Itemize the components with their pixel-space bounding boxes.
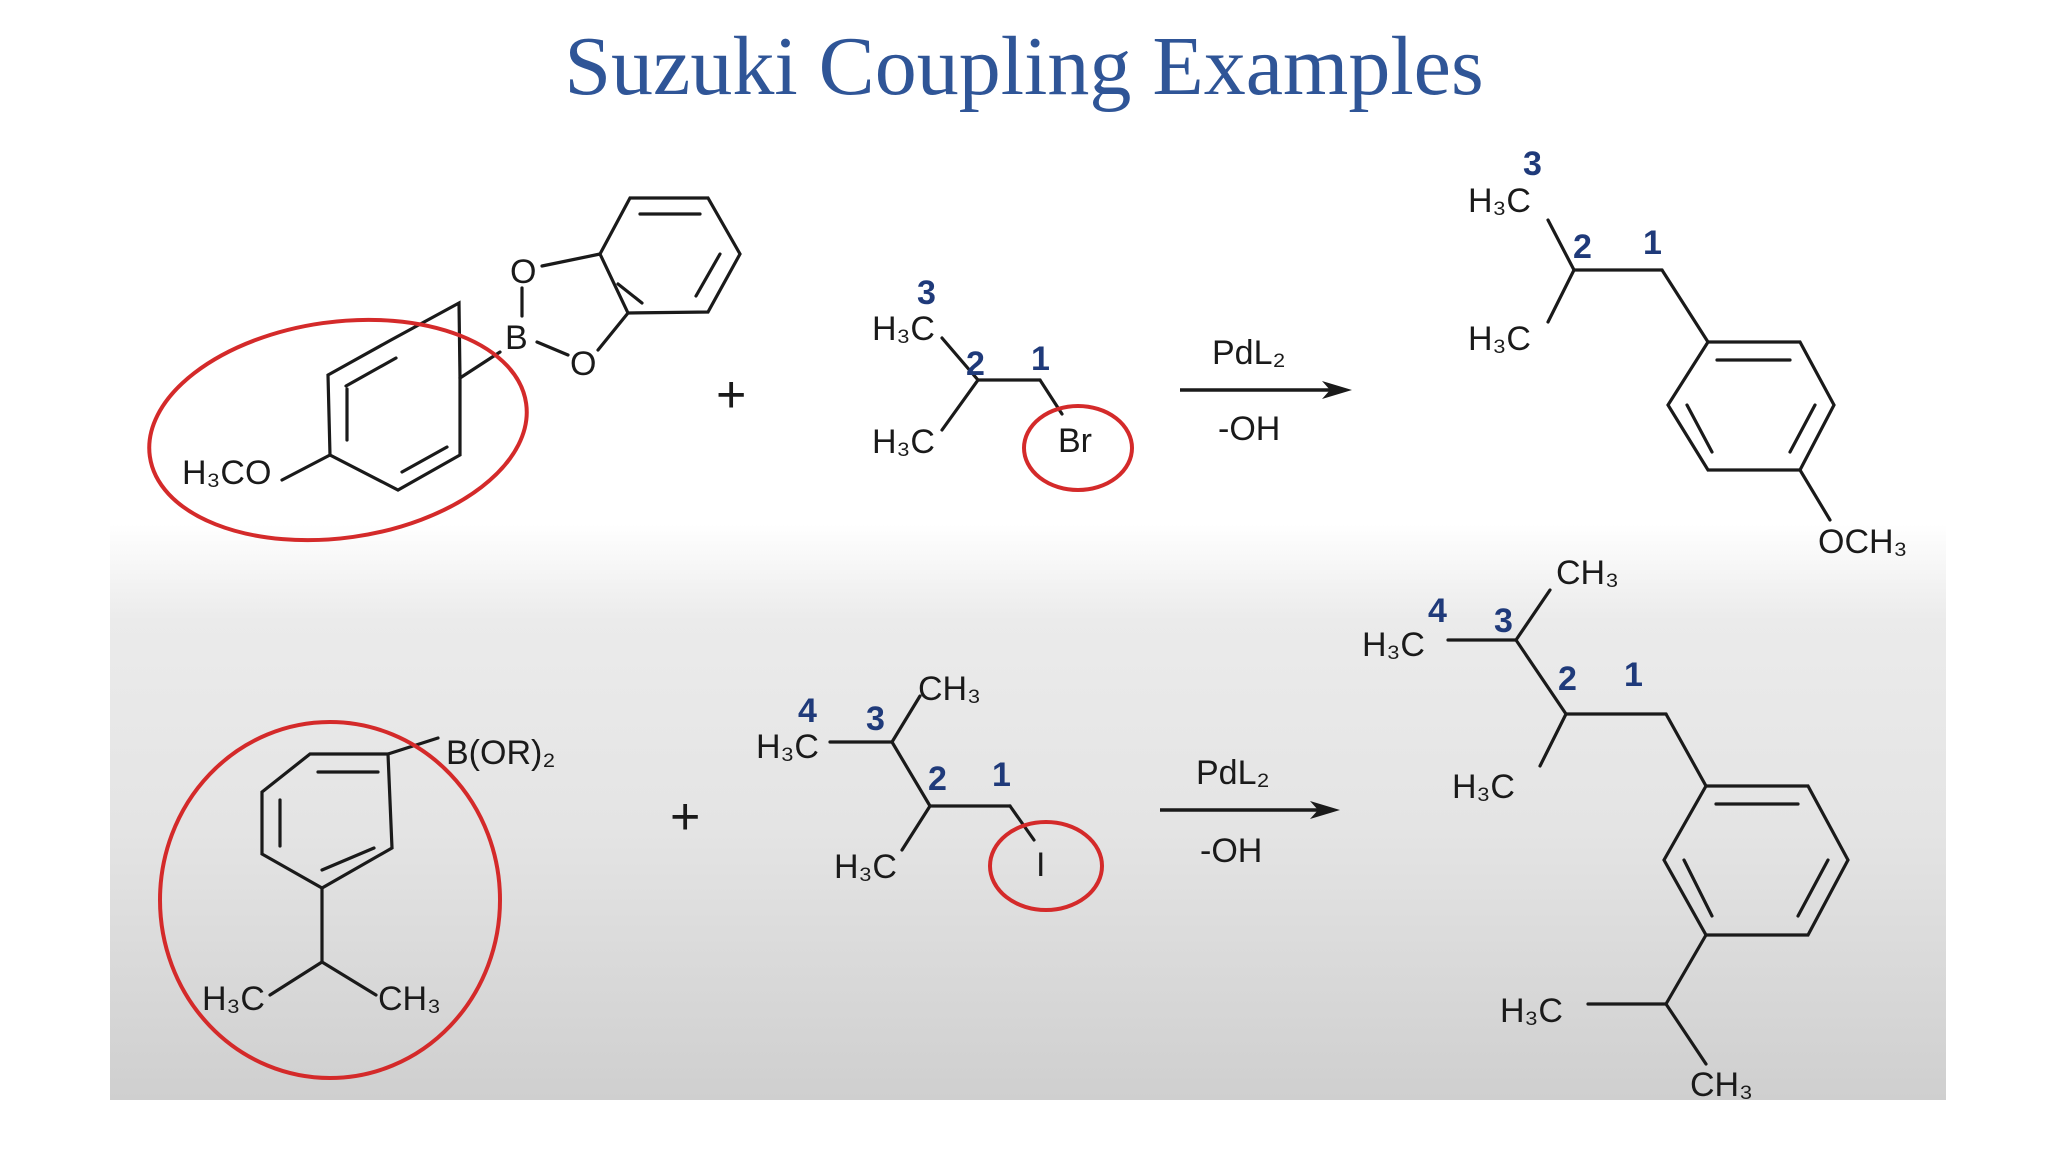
bromine-label: Br [1058,422,1092,460]
double-bond [344,356,398,388]
reactant-1-alkyl-bromide: H₃C H₃C Br 3 2 1 [872,274,1134,492]
reactant-2-aryl-boronate: B(OR)₂ H₃C CH₃ [158,720,556,1080]
catalyst-label: PdL₂ [1196,754,1270,792]
bond [1664,712,1708,788]
plus-sign: + [670,788,700,846]
benzene-ring [326,300,462,492]
bond [1514,588,1552,642]
methyl-label-top: CH₃ [1556,554,1619,592]
double-bond [400,445,449,474]
carbon-number: 3 [1523,145,1542,183]
bond [890,694,922,744]
double-bond [694,252,722,298]
carbon-number: 1 [1643,224,1662,262]
isopropyl-bond [268,960,324,997]
methyl-label-bottom: CH₃ [1690,1066,1753,1104]
bond [900,804,932,852]
methyl-label-top: CH₃ [918,670,981,708]
reactant-2-alkyl-iodide: H₃C CH₃ H₃C I 4 3 2 1 [756,670,1104,912]
product-1: H₃C H₃C OCH₃ 3 2 1 [1468,145,1907,561]
methyl-label-top: H₃C [872,310,935,348]
reactant-1-aryl-boronate: H₃CO B O O [147,196,742,543]
boron-label: B [505,319,528,357]
carbon-number: 4 [1428,592,1447,630]
bond [1546,268,1576,324]
isopropyl-bond [320,960,378,997]
oxygen-label-top: O [510,253,536,291]
methyl-label-bottom: H₃C [872,423,935,461]
methyl-label-left: H₃C [756,728,819,766]
bond [1538,712,1568,768]
arrow-head [1310,801,1340,819]
methyl-label-top: H₃C [1468,182,1531,220]
halogen-highlight [988,820,1104,912]
bond [1514,638,1568,716]
catechol-ring [598,196,742,315]
oxygen-aryl-bond [540,252,602,268]
carbon-number: 2 [1573,228,1592,266]
methyl-label-bottom: H₃C [834,848,897,886]
isopropyl-bond [1664,1002,1708,1066]
aryl-group-highlight [158,720,502,1080]
methyl-label-right: CH₃ [378,980,441,1018]
arrow-head [1322,381,1352,399]
methoxy-bond [1798,468,1832,522]
carbon-number: 1 [1624,656,1643,694]
carbon-number: 3 [866,700,885,738]
oxygen-label-bottom: O [570,345,596,383]
isopropyl-bond [1664,933,1708,1006]
scheme-background [110,140,1946,1100]
carbon-number: 2 [1558,660,1577,698]
carbon-number: 2 [928,760,947,798]
iodine-label: I [1036,846,1045,884]
bond [1546,218,1576,272]
double-bond [1685,403,1714,454]
methyl-label-bottom: H₃C [1468,320,1531,358]
plus-sign: + [716,366,746,424]
double-bond [1796,858,1830,918]
double-bond [1682,858,1714,918]
carbon-number: 1 [992,756,1011,794]
bond [890,740,932,808]
methoxy-label: OCH₃ [1818,523,1907,561]
bond [1660,268,1710,344]
halogen-highlight [1022,404,1134,492]
aryl-boron-bond [458,350,502,380]
aryl-group-highlight [147,317,529,543]
methyl-label-left: H₃C [202,980,265,1018]
bond [940,336,980,382]
benzene-ring [1662,784,1850,937]
methyl-label-left: H₃C [1362,626,1425,664]
boron-group-label: B(OR)₂ [446,734,556,772]
bond [940,378,980,432]
methyl-label-mid: H₃C [1452,768,1515,806]
product-2: H₃C CH₃ H₃C H₃C CH₃ 4 3 2 1 [1362,554,1850,1104]
reaction-2: B(OR)₂ H₃C CH₃ + H₃C CH₃ H₃C I 4 3 2 1 [158,554,1850,1104]
boron-oxygen-bond [535,340,570,357]
double-bond [1788,403,1817,454]
carbon-iodine-bond [1008,804,1036,842]
carbon-number: 4 [798,692,817,730]
methoxy-label: H₃CO [182,454,271,492]
double-bond [320,846,376,872]
base-label: -OH [1218,410,1280,448]
reaction-arrow-1: PdL₂ -OH [1180,334,1352,448]
oxygen-aryl-bond [596,311,630,352]
double-bond [616,282,644,305]
methoxy-bond [280,453,332,482]
reaction-1: H₃CO B O O + H₃C H₃C [147,145,1907,561]
methyl-label-left: H₃C [1500,992,1563,1030]
carbon-number: 3 [1494,602,1513,640]
page-title: Suzuki Coupling Examples [564,20,1484,113]
reaction-arrow-2: PdL₂ -OH [1160,754,1340,870]
base-label: -OH [1200,832,1262,870]
carbon-number: 3 [917,274,936,312]
catalyst-label: PdL₂ [1212,334,1286,372]
carbon-number: 2 [966,345,985,383]
carbon-number: 1 [1031,340,1050,378]
